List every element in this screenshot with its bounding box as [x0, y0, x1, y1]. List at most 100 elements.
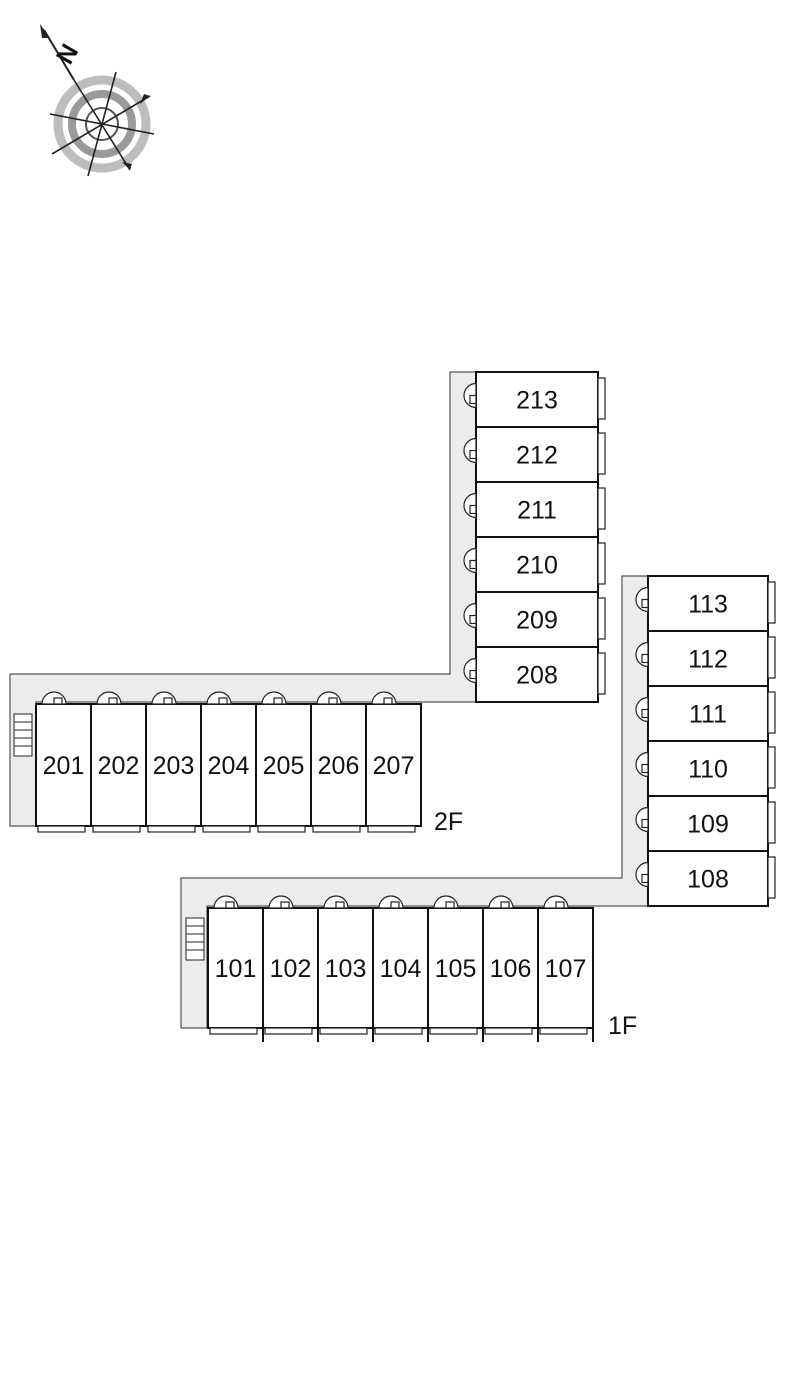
- unit-102: 102: [262, 895, 319, 1042]
- unit-112: 112: [635, 630, 776, 687]
- unit-203: 203: [145, 691, 202, 833]
- compass-north-label: N: [51, 39, 84, 69]
- unit-101: 101: [207, 895, 264, 1042]
- door-frame-icon: [328, 697, 338, 705]
- balcony-icon: [257, 825, 306, 833]
- balcony-icon: [597, 542, 606, 585]
- stairs-icon-2f: [13, 713, 33, 757]
- balcony-icon: [767, 746, 776, 789]
- balcony-icon: [37, 825, 86, 833]
- unit-206: 206: [310, 691, 367, 833]
- unit-213: 213: [463, 371, 606, 428]
- unit-outline: [262, 907, 319, 1029]
- door-frame-icon: [641, 598, 649, 609]
- balcony-icon: [767, 691, 776, 734]
- door-frame-icon: [53, 697, 63, 705]
- door-frame-icon: [500, 901, 510, 909]
- door-frame-icon: [469, 669, 477, 680]
- unit-209: 209: [463, 591, 606, 648]
- door-frame-icon: [273, 697, 283, 705]
- unit-outline: [647, 740, 769, 797]
- unit-104: 104: [372, 895, 429, 1042]
- unit-outline: [207, 907, 264, 1029]
- balcony-icon: [209, 1027, 258, 1035]
- door-frame-icon: [445, 901, 455, 909]
- unit-110: 110: [635, 740, 776, 797]
- door-frame-icon: [641, 818, 649, 829]
- door-frame-icon: [108, 697, 118, 705]
- door-frame-icon: [469, 449, 477, 460]
- unit-number-105: 105: [435, 955, 477, 983]
- unit-outline: [475, 646, 599, 703]
- unit-111: 111: [635, 685, 776, 742]
- unit-208: 208: [463, 646, 606, 703]
- unit-number-204: 204: [208, 752, 250, 780]
- unit-outline: [537, 907, 594, 1029]
- door-frame-icon: [469, 394, 477, 405]
- balcony-icon: [147, 825, 196, 833]
- balcony-icon: [597, 377, 606, 420]
- door-frame-icon: [555, 901, 565, 909]
- unit-205: 205: [255, 691, 312, 833]
- door-frame-icon: [335, 901, 345, 909]
- door-frame-icon: [163, 697, 173, 705]
- unit-109: 109: [635, 795, 776, 852]
- unit-number-107: 107: [545, 955, 587, 983]
- unit-number-201: 201: [43, 752, 85, 780]
- unit-number-103: 103: [325, 955, 367, 983]
- balcony-icon: [319, 1027, 368, 1035]
- door-frame-icon: [469, 614, 477, 625]
- door-frame-icon: [641, 708, 649, 719]
- unit-outline: [647, 850, 769, 907]
- door-frame-icon: [641, 653, 649, 664]
- door-frame-icon: [383, 697, 393, 705]
- door-frame-icon: [390, 901, 400, 909]
- unit-202: 202: [90, 691, 147, 833]
- unit-number-212: 212: [516, 442, 558, 470]
- balcony-icon: [597, 432, 606, 475]
- door-frame-icon: [469, 504, 477, 515]
- balcony-icon: [597, 652, 606, 695]
- balcony-icon: [202, 825, 251, 833]
- unit-number-211: 211: [517, 497, 557, 525]
- door-frame-icon: [641, 873, 649, 884]
- compass-icon: [40, 24, 155, 177]
- unit-number-210: 210: [516, 552, 558, 580]
- balcony-icon: [767, 801, 776, 844]
- door-frame-icon: [280, 901, 290, 909]
- unit-106: 106: [482, 895, 539, 1042]
- balcony-icon: [374, 1027, 423, 1035]
- unit-number-112: 112: [688, 646, 728, 674]
- unit-204: 204: [200, 691, 257, 833]
- balcony-icon: [767, 581, 776, 624]
- balcony-icon: [767, 856, 776, 899]
- balcony-icon: [539, 1027, 588, 1035]
- floor-label-2f: 2F: [434, 808, 463, 836]
- door-frame-icon: [218, 697, 228, 705]
- balcony-icon: [429, 1027, 478, 1035]
- balcony-icon: [92, 825, 141, 833]
- unit-number-205: 205: [263, 752, 305, 780]
- door-frame-icon: [225, 901, 235, 909]
- balcony-icon: [597, 597, 606, 640]
- unit-number-206: 206: [318, 752, 360, 780]
- unit-number-109: 109: [687, 811, 729, 839]
- unit-number-111: 111: [689, 701, 727, 729]
- unit-210: 210: [463, 536, 606, 593]
- unit-number-203: 203: [153, 752, 195, 780]
- floor-label-1f: 1F: [608, 1012, 637, 1040]
- door-frame-icon: [469, 559, 477, 570]
- unit-105: 105: [427, 895, 484, 1042]
- unit-outline: [145, 703, 202, 827]
- unit-number-108: 108: [687, 866, 729, 894]
- unit-number-110: 110: [688, 756, 728, 784]
- unit-107: 107: [537, 895, 594, 1042]
- balcony-icon: [484, 1027, 533, 1035]
- unit-number-207: 207: [373, 752, 415, 780]
- balcony-icon: [597, 487, 606, 530]
